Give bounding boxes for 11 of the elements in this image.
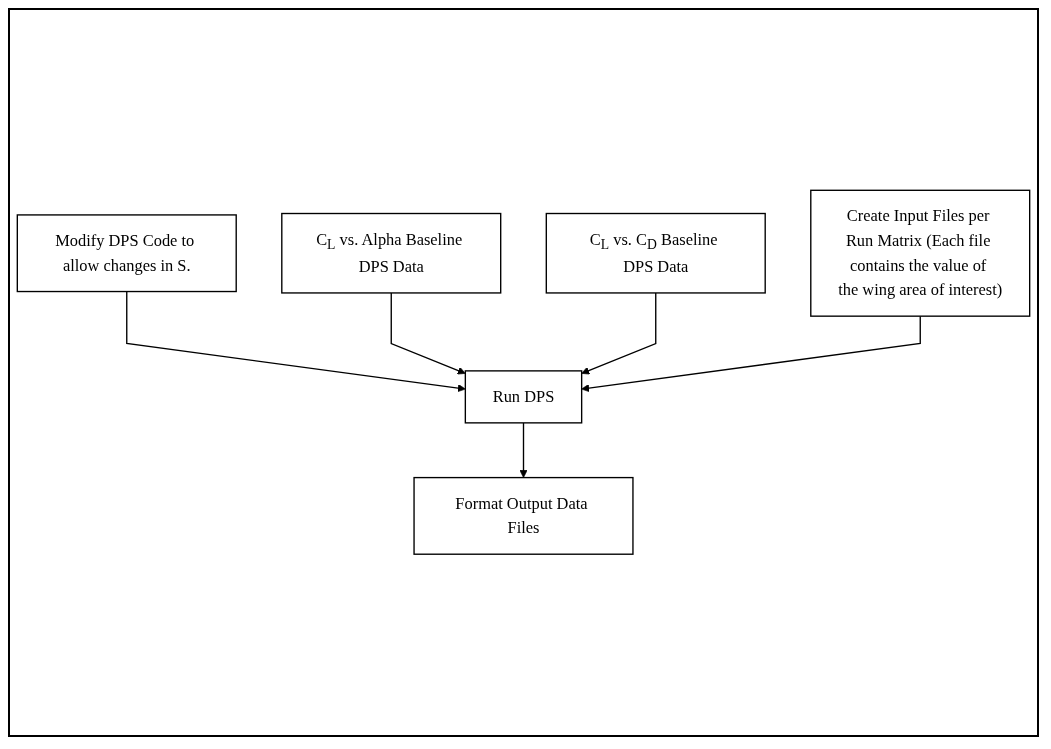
arrow	[390, 292, 466, 375]
arrow	[581, 292, 657, 375]
node-box: Create Input Files per Run Matrix (Each file contains the value of the wing area of interest)	[810, 189, 1031, 318]
arrow	[519, 422, 528, 479]
arrow	[126, 291, 466, 393]
node-box: Modify DPS Code to allow changes in S.	[16, 214, 237, 293]
node-box: Format Output Data Files	[413, 477, 634, 556]
node-box: Run DPS	[464, 370, 583, 424]
node-box: C$_{L}$ vs. C$_{D}$ Baseline DPS Data	[545, 213, 766, 294]
arrow	[581, 315, 921, 393]
node-box: C$_{L}$ vs. Alpha Baseline DPS Data	[281, 213, 502, 294]
